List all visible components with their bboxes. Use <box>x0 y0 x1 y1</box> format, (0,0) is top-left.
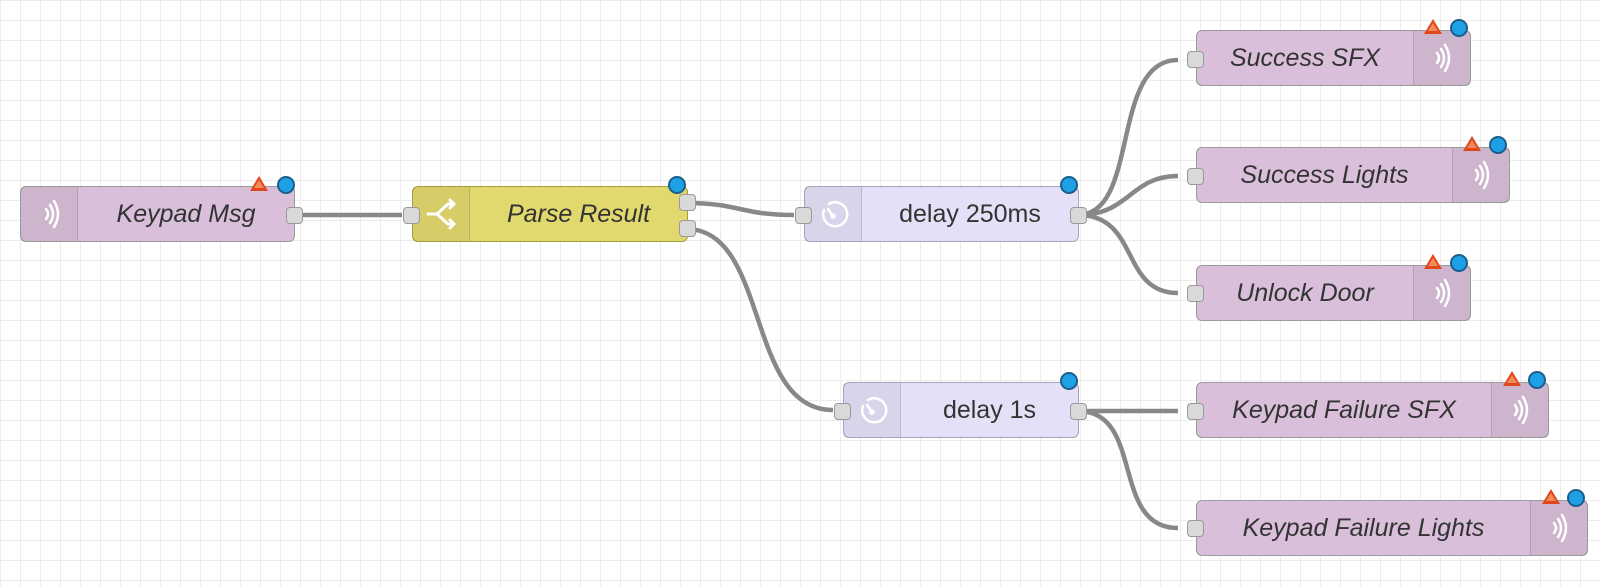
node-label: Success SFX <box>1229 43 1381 72</box>
node-keypad-failure-sfx[interactable]: Keypad Failure SFX <box>1196 382 1549 438</box>
changed-indicator-icon <box>1489 136 1507 154</box>
output-port-1[interactable] <box>679 194 696 211</box>
wire[interactable] <box>1077 408 1179 531</box>
output-port[interactable] <box>286 207 303 224</box>
node-keypad-msg[interactable]: Keypad Msg <box>20 186 295 242</box>
node-success-lights[interactable]: Success Lights <box>1196 147 1510 203</box>
warning-icon <box>1424 19 1442 34</box>
node-label: delay 250ms <box>899 199 1041 228</box>
link-out-icon <box>1452 148 1509 202</box>
node-label: Unlock Door <box>1236 278 1374 307</box>
changed-indicator-icon <box>1060 372 1078 390</box>
output-port-2[interactable] <box>679 220 696 237</box>
switch-icon <box>413 187 470 241</box>
node-label: Keypad Msg <box>116 199 256 228</box>
wire[interactable] <box>685 200 795 218</box>
input-port[interactable] <box>795 207 812 224</box>
link-out-icon <box>1413 31 1470 85</box>
warning-icon <box>1463 136 1481 151</box>
wire[interactable] <box>1077 212 1179 296</box>
link-out-icon <box>1413 266 1470 320</box>
node-unlock-door[interactable]: Unlock Door <box>1196 265 1471 321</box>
input-port[interactable] <box>1187 520 1204 537</box>
node-delay-250ms[interactable]: delay 250ms <box>804 186 1079 242</box>
input-port[interactable] <box>1187 168 1204 185</box>
output-port[interactable] <box>1070 207 1087 224</box>
input-port[interactable] <box>1187 51 1204 68</box>
node-parse-result[interactable]: Parse Result <box>412 186 688 242</box>
node-delay-1s[interactable]: delay 1s <box>843 382 1079 438</box>
node-success-sfx[interactable]: Success SFX <box>1196 30 1471 86</box>
link-in-icon <box>21 187 78 241</box>
node-label: delay 1s <box>942 395 1037 424</box>
changed-indicator-icon <box>1528 371 1546 389</box>
changed-indicator-icon <box>1060 176 1078 194</box>
node-label: Parse Result <box>506 199 651 228</box>
changed-indicator-icon <box>668 176 686 194</box>
node-keypad-failure-lights[interactable]: Keypad Failure Lights <box>1196 500 1588 556</box>
input-port[interactable] <box>1187 403 1204 420</box>
link-out-icon <box>1530 501 1587 555</box>
input-port[interactable] <box>403 207 420 224</box>
warning-icon <box>1503 371 1521 386</box>
input-port[interactable] <box>834 403 851 420</box>
node-label: Keypad Failure Lights <box>1242 513 1485 542</box>
input-port[interactable] <box>1187 285 1204 302</box>
changed-indicator-icon <box>277 176 295 194</box>
changed-indicator-icon <box>1450 19 1468 37</box>
changed-indicator-icon <box>1567 489 1585 507</box>
link-out-icon <box>1491 383 1548 437</box>
warning-icon <box>250 176 268 191</box>
timer-icon <box>805 187 862 241</box>
changed-indicator-icon <box>1450 254 1468 272</box>
warning-icon <box>1424 254 1442 269</box>
output-port[interactable] <box>1070 403 1087 420</box>
warning-icon <box>1542 489 1560 504</box>
node-label: Keypad Failure SFX <box>1232 395 1456 424</box>
wire[interactable] <box>1077 173 1179 218</box>
wire[interactable] <box>1077 57 1179 218</box>
timer-icon <box>844 383 901 437</box>
node-label: Success Lights <box>1240 160 1409 189</box>
wire[interactable] <box>685 226 834 413</box>
